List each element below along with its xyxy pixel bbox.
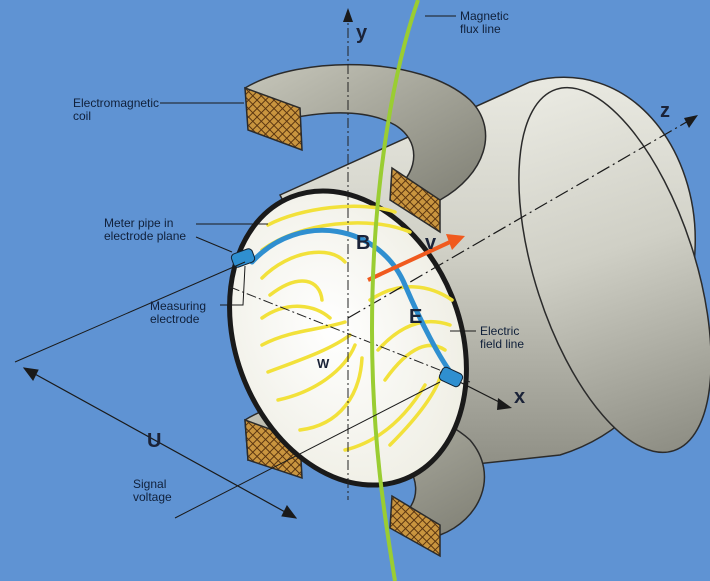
y-axis-arrowhead xyxy=(343,8,353,22)
magnetic-field-symbol: B xyxy=(356,232,371,254)
measuring-electrode-label: Measuring electrode xyxy=(150,299,207,326)
velocity-arrow xyxy=(367,234,465,282)
axis-y-label: y xyxy=(356,22,368,44)
electromagnetic-coil-upper xyxy=(244,63,487,234)
voltage-symbol: U xyxy=(147,430,162,452)
measuring-electrode-left xyxy=(230,248,256,268)
magnetic-flux-line xyxy=(369,0,420,581)
electrode-plane-face xyxy=(227,10,471,500)
meter-pipe-label: Meter pipe in electrode plane xyxy=(104,216,187,243)
signal-voltage-label: Signal voltage xyxy=(133,477,172,504)
velocity-symbol: v xyxy=(425,232,437,254)
electric-field-symbol: E xyxy=(409,306,423,328)
signal-voltage-dimension xyxy=(14,261,441,519)
electric-field-line-label: Electric field line xyxy=(480,324,525,351)
axis-x-label: x xyxy=(514,386,526,408)
leader-lines xyxy=(160,15,476,332)
axis-z-label: z xyxy=(660,100,670,122)
magnetic-flux-line-label: Magnetic flux line xyxy=(460,9,509,36)
measuring-electrode-right xyxy=(438,366,464,388)
width-symbol: W xyxy=(317,356,330,371)
electrode-connection xyxy=(230,227,464,388)
electric-field-lines xyxy=(260,204,454,452)
electromagnetic-coil-label: Electromagnetic coil xyxy=(73,96,160,123)
z-axis xyxy=(347,115,698,319)
